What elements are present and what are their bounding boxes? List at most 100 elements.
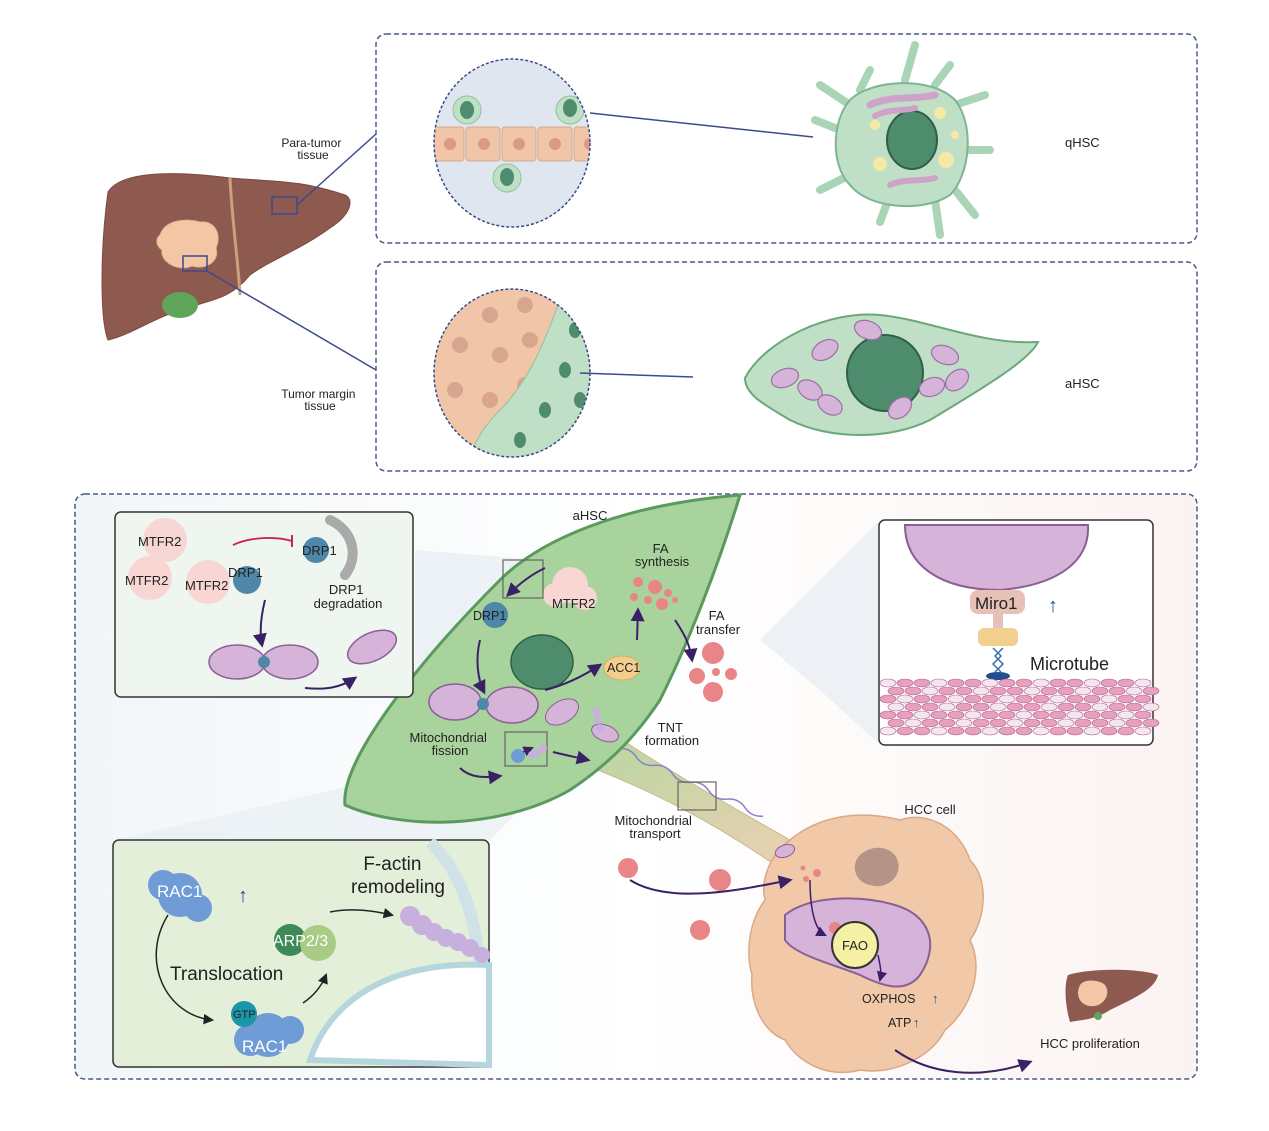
tubulin-dimer [981, 678, 999, 688]
tubulin-dimer [1040, 718, 1058, 728]
atp-up-arrow-icon: ↑ [913, 1015, 920, 1030]
tubulin-dimer [1066, 710, 1084, 720]
tubulin-dimer [896, 694, 914, 704]
tubulin-dimer [1083, 678, 1101, 688]
tubulin-dimer [1040, 686, 1058, 696]
fa-droplets-small [630, 577, 678, 610]
tubulin-dimer [1091, 718, 1109, 728]
inset-rac1: RAC1 ↑ ARP2/3 Translocation F-actin remo… [112, 837, 492, 1069]
translocation-label: Translocation [170, 964, 283, 985]
tubulin-dimer [913, 678, 931, 688]
tubulin-dimer [896, 678, 914, 688]
tubulin-dimer [1091, 686, 1109, 696]
miro1-label: Miro1 [975, 594, 1018, 613]
oxphos-up-arrow-icon: ↑ [932, 991, 939, 1006]
tubulin-dimer [887, 718, 905, 728]
tubulin-dimer [964, 710, 982, 720]
tubulin-dimer [1108, 702, 1126, 712]
tubulin-dimer [1134, 726, 1152, 736]
tubulin-dimer [904, 686, 922, 696]
tubulin-dimer [964, 694, 982, 704]
fao-label: FAO [842, 938, 868, 953]
para-tumor-box [271, 196, 298, 215]
tubulin-dimer [1117, 726, 1135, 736]
tubulin-dimer [1023, 718, 1041, 728]
tubulin-dimer [1015, 726, 1033, 736]
tubulin-dimer [1125, 718, 1143, 728]
tubulin-dimer [972, 718, 990, 728]
mtfr2-label-1: MTFR2 [138, 534, 181, 549]
tubulin-dimer [1032, 678, 1050, 688]
mitochondrion [544, 698, 580, 726]
rac1-small [511, 749, 525, 763]
drp1-label: DRP1 [473, 609, 506, 623]
tubulin-dimer [1134, 678, 1152, 688]
tubulin-dimer [930, 678, 948, 688]
tubulin-dimer [981, 694, 999, 704]
tubulin-dimer [989, 702, 1007, 712]
tubulin-dimer [955, 718, 973, 728]
adaptor-protein [978, 628, 1018, 646]
tubulin-dimer [1074, 686, 1092, 696]
tubulin-dimer [930, 710, 948, 720]
rac1-protein-top [148, 870, 212, 922]
mtfr2-label: MTFR2 [552, 596, 595, 611]
acc1-label: ACC1 [607, 661, 640, 675]
tubulin-dimer [1083, 726, 1101, 736]
tubulin-dimer [1100, 678, 1118, 688]
tubulin-dimer [896, 710, 914, 720]
tubulin-dimer [998, 710, 1016, 720]
mtfr2-protein [543, 567, 597, 610]
para-tumor-magnified-view [434, 59, 590, 227]
tubulin-dimer [938, 686, 956, 696]
rac1-bottom-label: RAC1 [242, 1037, 287, 1056]
tubulin-dimer [955, 702, 973, 712]
tubulin-dimer [1074, 718, 1092, 728]
tubulin-dimer [1006, 702, 1024, 712]
tubulin-dimer [913, 710, 931, 720]
tubulin-dimer [1142, 702, 1160, 712]
tubulin-dimer [1142, 686, 1160, 696]
microtubule [879, 678, 1160, 736]
tubulin-dimer [955, 686, 973, 696]
tubulin-dimer [1032, 694, 1050, 704]
inset-drp1-degradation: MTFR2 MTFR2 MTFR2 DRP1 DRP1 DRP1 degrada… [114, 511, 414, 698]
tubulin-dimer [887, 702, 905, 712]
tubulin-dimer [887, 686, 905, 696]
tubulin-dimer [921, 702, 939, 712]
fa-synthesis-label: FA synthesis [635, 541, 690, 569]
tubulin-dimer [1015, 678, 1033, 688]
tubulin-dimer [1142, 718, 1160, 728]
miro1-protein [970, 590, 1025, 614]
tubulin-dimer [1023, 702, 1041, 712]
tnt-formation-label: TNT formation [645, 720, 699, 748]
tubulin-dimer [1074, 702, 1092, 712]
ahsc-panel: aHSC [375, 261, 1198, 472]
tubulin-dimer [904, 702, 922, 712]
factin-filament [400, 906, 490, 963]
tubulin-dimer [1100, 710, 1118, 720]
drp1-degraded-label: DRP1 [302, 543, 337, 558]
tubulin-dimer [1015, 694, 1033, 704]
tubulin-dimer [947, 710, 965, 720]
nucleus [510, 634, 574, 690]
degradation-arc [325, 515, 358, 580]
tumor-margin-box [182, 255, 208, 272]
tubulin-dimer [1023, 686, 1041, 696]
small-liver-icon [1065, 969, 1158, 1022]
tubulin-dimer [879, 678, 897, 688]
tubulin-dimer [998, 678, 1016, 688]
tubulin-dimer [1108, 718, 1126, 728]
rac1-top-label: RAC1 [157, 882, 202, 901]
gtp-label: GTP [233, 1009, 256, 1021]
tubulin-dimer [938, 702, 956, 712]
tubulin-dimer [998, 694, 1016, 704]
transport-zoom-box [677, 781, 717, 811]
tubulin-dimer [1066, 678, 1084, 688]
tubulin-dimer [1006, 686, 1024, 696]
tubulin-dimer [964, 726, 982, 736]
ahsc-cell-label: aHSC [573, 508, 608, 523]
tubulin-dimer [1066, 726, 1084, 736]
tubulin-dimer [1083, 694, 1101, 704]
